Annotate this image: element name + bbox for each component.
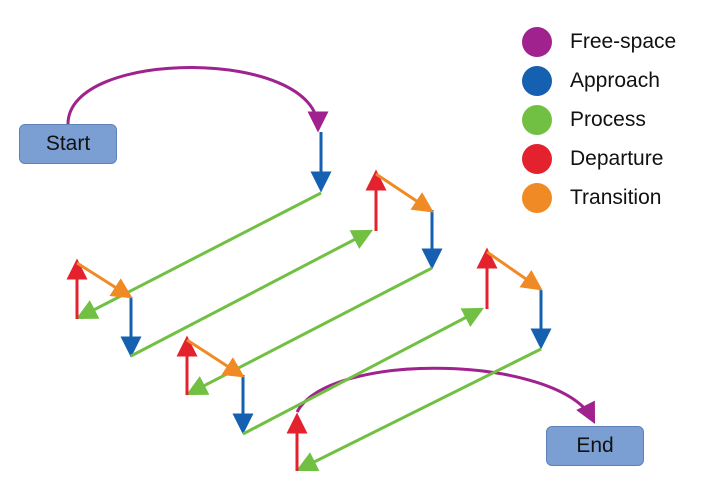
legend-dot-transition (522, 182, 552, 213)
legend-label-free-space: Free-space (570, 29, 677, 53)
end-label: End (576, 434, 614, 457)
legend-label-departure: Departure (570, 146, 664, 170)
transition-arrow-3 (186, 338, 245, 378)
process-arrow-4 (242, 307, 484, 436)
transition-arrow-2 (375, 172, 434, 213)
start-label: Start (45, 132, 91, 155)
process-arrow-1 (75, 191, 322, 320)
transition-arrow-1 (76, 261, 133, 299)
legend-item-approach: Approach (522, 61, 707, 100)
transition-arrow-4 (486, 250, 543, 291)
free-space-arc-start (66, 66, 329, 133)
legend-label-approach: Approach (570, 68, 660, 92)
legend-dot-departure (522, 143, 552, 174)
free-space-arc-end (295, 366, 596, 425)
process-arrow-3 (186, 266, 433, 396)
end-node: End (546, 426, 644, 466)
legend-item-process: Process (522, 100, 707, 139)
legend-dot-process (522, 104, 552, 135)
legend-dot-free-space (522, 26, 552, 57)
legend-label-process: Process (570, 107, 646, 131)
start-node: Start (19, 124, 117, 164)
process-arrow-2 (130, 229, 373, 358)
legend: Free-space Approach Process Departure Tr… (522, 22, 707, 217)
process-arrow-5 (295, 347, 542, 472)
legend-item-free-space: Free-space (522, 22, 707, 61)
legend-dot-approach (522, 65, 552, 96)
legend-item-transition: Transition (522, 178, 707, 217)
legend-item-departure: Departure (522, 139, 707, 178)
legend-label-transition: Transition (570, 185, 662, 209)
